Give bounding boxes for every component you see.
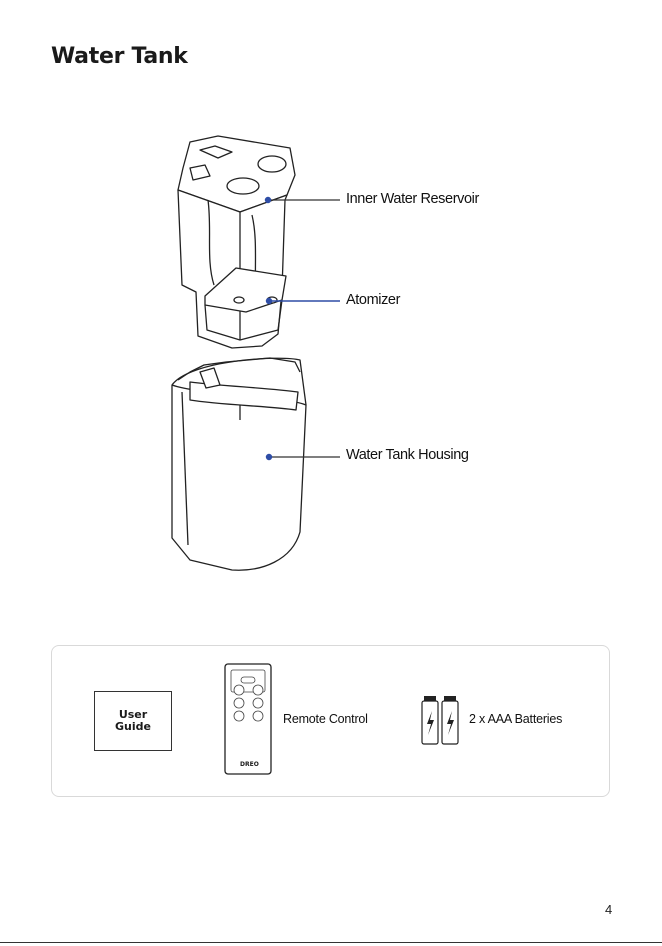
reservoir-callout-dot bbox=[265, 197, 270, 202]
remote-brand-label: DREO bbox=[240, 761, 259, 768]
batteries-label: 2 x AAA Batteries bbox=[469, 712, 562, 726]
callout-water-tank-housing: Water Tank Housing bbox=[346, 447, 469, 463]
page-number: 4 bbox=[605, 902, 612, 917]
housing-callout-dot bbox=[266, 454, 271, 459]
water-tank-housing-illustration bbox=[172, 358, 306, 570]
remote-control-label: Remote Control bbox=[283, 712, 368, 726]
bottom-divider bbox=[0, 942, 662, 943]
user-guide-card: User Guide bbox=[94, 691, 172, 751]
inner-water-reservoir-illustration bbox=[178, 136, 295, 348]
user-guide-line2: Guide bbox=[103, 721, 163, 733]
atomizer-callout-dot bbox=[266, 298, 271, 303]
callout-atomizer: Atomizer bbox=[346, 292, 400, 308]
callout-inner-water-reservoir: Inner Water Reservoir bbox=[346, 191, 479, 207]
remote-control-icon bbox=[222, 662, 274, 776]
batteries-icon bbox=[420, 694, 462, 746]
